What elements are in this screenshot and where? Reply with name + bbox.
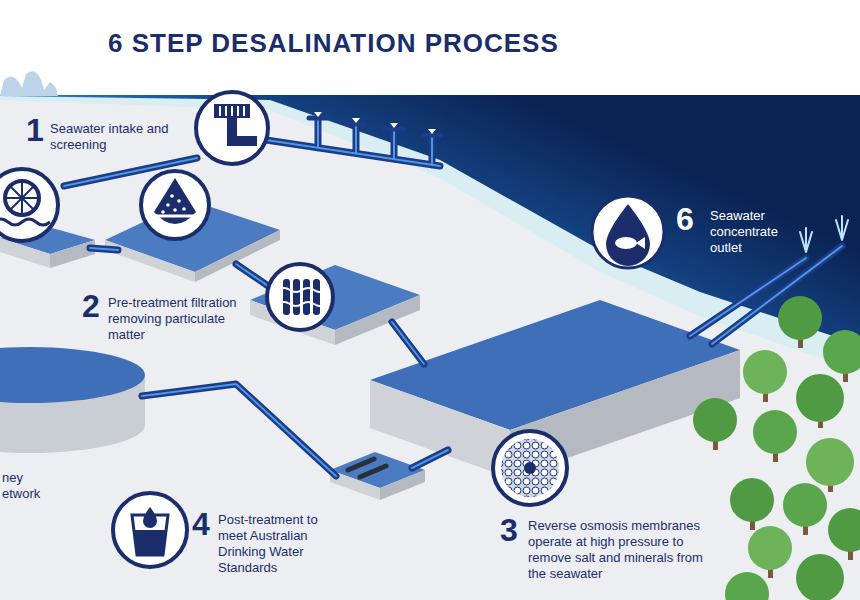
tree [725, 572, 769, 600]
filter-icon [154, 212, 196, 224]
callout-number: 1 [26, 114, 44, 146]
membrane-icon [501, 439, 559, 497]
particle [161, 210, 165, 214]
step-caption: Pre-treatment filtration removing partic… [108, 295, 243, 343]
tree [796, 554, 844, 600]
pipe-flow [412, 450, 448, 468]
tree [748, 526, 792, 570]
intake-icon-grille [220, 106, 244, 116]
pipe [90, 248, 118, 250]
icon-circle [141, 171, 209, 239]
filter-particles [161, 194, 186, 214]
icon-circle [493, 431, 567, 505]
tree [783, 483, 827, 527]
particle [182, 207, 186, 211]
drop-icon [606, 204, 650, 266]
filter-waves [278, 288, 324, 306]
step-caption: Seawater intake and screening [50, 121, 170, 153]
opera-house [0, 71, 58, 96]
tree [730, 478, 774, 522]
beach [0, 96, 860, 372]
wheel-water [0, 219, 50, 225]
wheel-icon [5, 181, 39, 215]
filter-bar [293, 279, 300, 315]
fish-icon [615, 237, 637, 249]
tree [753, 410, 797, 454]
fish-tail [636, 237, 645, 249]
pipe-flow [90, 248, 118, 250]
title: 6 STEP DESALINATION PROCESS [108, 28, 559, 59]
tree [823, 330, 860, 374]
glass-water [134, 530, 166, 555]
intake-marker [314, 112, 436, 134]
filter-bars-icon [283, 279, 320, 315]
intake-icon [214, 104, 250, 118]
building-wall [105, 240, 195, 282]
building-wall [195, 230, 280, 282]
icon-circle [592, 196, 664, 268]
icon-circle [0, 169, 58, 241]
outlet-pipe [690, 246, 842, 344]
callout-number: 3 [500, 514, 518, 546]
step-caption: Reverse osmosis membranes operate at hig… [528, 518, 710, 582]
pipe [392, 322, 424, 364]
callout-number: 4 [192, 508, 210, 540]
intake-pipe [266, 120, 440, 166]
step-caption: Seawater concentrate outlet [710, 208, 795, 256]
pipe-flow [142, 384, 336, 476]
particle [177, 199, 181, 203]
tree [778, 296, 822, 340]
step-caption: Post-treatment to meet Australian Drinki… [218, 512, 343, 576]
reservoir-top [0, 347, 145, 403]
tree [693, 398, 737, 442]
pipe-flow [690, 246, 842, 344]
intake-icon [227, 136, 257, 146]
tree [806, 438, 854, 486]
membrane-icon [501, 439, 559, 497]
outlet-spray [800, 216, 848, 252]
pipe-flow [266, 120, 440, 166]
filter-bar [313, 279, 320, 315]
building-wall [50, 240, 95, 268]
pipe [142, 384, 336, 476]
tree [828, 508, 860, 552]
particle [166, 203, 170, 207]
pipe [412, 450, 448, 468]
icon-circle [113, 493, 187, 567]
membrane-core [524, 462, 536, 474]
pipe-flow [392, 322, 424, 364]
tree [743, 350, 787, 394]
wheel-spokes [5, 181, 39, 215]
tree [796, 374, 844, 422]
building-wall [380, 470, 425, 500]
filter-bar [303, 279, 310, 315]
particle [170, 194, 174, 198]
trees [693, 296, 860, 600]
intake-head [309, 118, 441, 135]
filter-band [150, 215, 200, 218]
filter-bar [283, 279, 290, 315]
step-caption: ney etwork [2, 470, 54, 502]
tank-tube [348, 459, 374, 470]
tank-tube [360, 466, 386, 477]
filter-icon [154, 178, 196, 212]
land [0, 96, 860, 600]
sea [0, 95, 860, 345]
drop-icon [143, 507, 157, 528]
callout-number: 2 [82, 290, 100, 322]
particle [173, 208, 177, 212]
icon-circle [196, 92, 268, 164]
callout-number: 6 [676, 203, 694, 235]
icon-circle [267, 264, 333, 330]
